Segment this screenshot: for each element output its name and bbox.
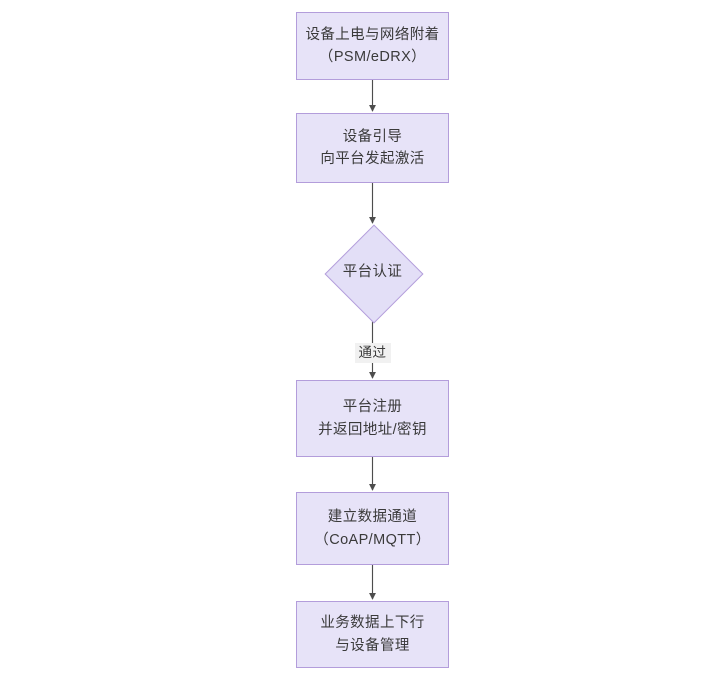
node-bootstrap-line-1: 设备引导: [342, 128, 403, 145]
node-power-on[interactable]: 设备上电与网络附着 （PSM/eDRX）: [296, 12, 449, 80]
node-data-channel[interactable]: 建立数据通道 （CoAP/MQTT）: [296, 492, 449, 565]
node-data-channel-line-1: 建立数据通道: [327, 509, 418, 526]
node-power-on-line-2: （PSM/eDRX）: [318, 49, 427, 65]
node-data-channel-line-2: （CoAP/MQTT）: [314, 531, 431, 548]
node-service-data-line-2: 与设备管理: [335, 637, 410, 654]
node-bootstrap[interactable]: 设备引导 向平台发起激活: [296, 113, 449, 183]
node-power-on-line-1: 设备上电与网络附着: [305, 26, 440, 43]
node-platform-auth[interactable]: 平台认证: [324, 224, 423, 323]
node-platform-auth-label: 平台认证: [342, 264, 403, 281]
node-bootstrap-line-2: 向平台发起激活: [320, 151, 425, 167]
edge-label-pass: 通过: [354, 343, 391, 363]
node-service-data-line-1: 业务数据上下行: [320, 615, 425, 632]
node-platform-register[interactable]: 平台注册 并返回地址/密钥: [296, 380, 449, 457]
node-platform-register-line-2: 并返回地址/密钥: [318, 421, 427, 438]
node-platform-register-line-1: 平台注册: [342, 399, 403, 416]
node-service-data[interactable]: 业务数据上下行 与设备管理: [296, 601, 449, 668]
